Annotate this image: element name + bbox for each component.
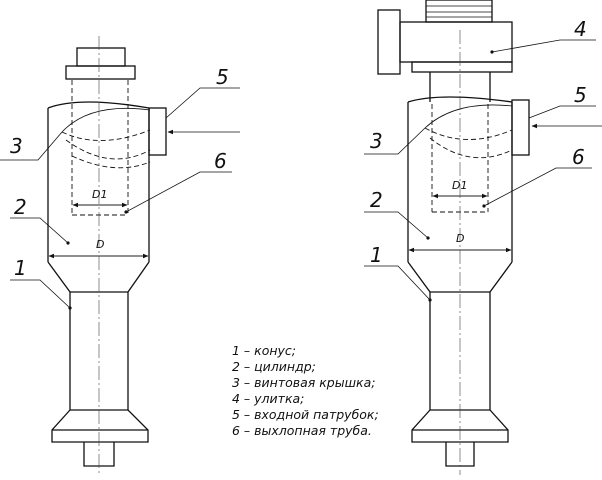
legend-item: 5 – входной патрубок; [232,407,379,422]
legend-item: 4 – улитка; [232,391,304,406]
right-volute-body [399,21,513,63]
legend: 1 – конус; 2 – цилиндр; 3 – винтовая кры… [232,343,379,438]
left-label-exhaust: 6 [214,149,227,173]
legend-item: 2 – цилиндр; [232,359,316,374]
right-cyclone [364,0,602,475]
right-label-inlet: 5 [574,83,587,107]
left-cyclone [0,36,240,475]
left-dim-d: D [96,238,104,251]
left-helical-cover [61,107,151,133]
right-volute-top [425,0,493,23]
left-label-cone: 1 [14,256,27,280]
right-dim-d: D [456,232,464,245]
left-dim-d1: D1 [92,188,107,201]
right-label-volute: 4 [574,17,587,41]
left-base [51,409,149,443]
legend-item: 3 – винтовая крышка; [232,375,375,390]
right-label-cylinder: 2 [370,188,383,212]
left-exhaust-pipe-top [76,47,126,67]
right-helical-cover [424,104,513,129]
left-label-cover: 3 [10,134,23,158]
right-label-cover: 3 [370,129,383,153]
right-volute-flange [377,9,401,75]
right-inlet-nozzle [511,99,530,156]
right-dim-d1: D1 [452,179,467,192]
legend-item: 6 – выхлопная труба. [232,423,372,438]
right-label-cone: 1 [370,243,383,267]
left-exhaust-pipe [71,80,129,216]
left-inlet-nozzle [148,107,167,156]
right-label-exhaust: 6 [572,145,585,169]
left-label-inlet: 5 [216,65,229,89]
left-label-cylinder: 2 [14,195,27,219]
left-cone [47,261,150,410]
left-cylinder-top [47,101,150,109]
left-exhaust-flange [65,65,136,80]
legend-item: 1 – конус; [232,343,296,358]
